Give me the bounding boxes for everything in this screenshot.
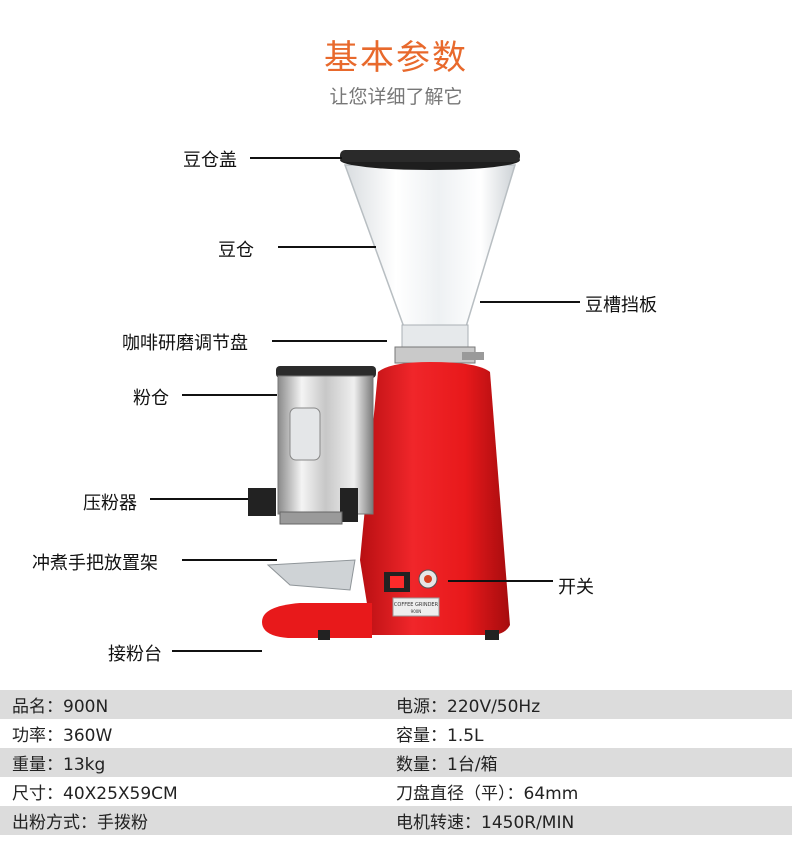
coffee-grinder-illustration: COFFEE GRINDER 900N bbox=[248, 150, 520, 640]
spec-right: 数量：1台/箱 bbox=[396, 755, 498, 775]
leader-line-tamper bbox=[150, 498, 248, 500]
spec-left: 出粉方式：手拨粉 bbox=[12, 813, 148, 833]
spec-row: 尺寸：40X25X59CM 刀盘直径（平）：64mm bbox=[0, 777, 792, 806]
label-adjust-dial: 咖啡研磨调节盘 bbox=[122, 333, 248, 354]
leader-line-switch bbox=[448, 580, 553, 582]
spec-row: 重量：13kg 数量：1台/箱 bbox=[0, 748, 792, 777]
badge-line1: COFFEE GRINDER bbox=[394, 602, 439, 608]
spec-left: 重量：13kg bbox=[12, 755, 106, 775]
leader-line-tray bbox=[172, 650, 262, 652]
spec-right: 电机转速：1450R/MIN bbox=[396, 813, 575, 833]
spec-right: 电源：220V/50Hz bbox=[396, 697, 541, 717]
label-baffle: 豆槽挡板 bbox=[585, 295, 657, 316]
spec-left: 品名：900N bbox=[12, 697, 109, 717]
spec-left: 尺寸：40X25X59CM bbox=[12, 784, 178, 804]
spec-row: 品名：900N 电源：220V/50Hz bbox=[0, 690, 792, 719]
label-powder-bin: 粉仓 bbox=[133, 388, 169, 409]
spec-left: 功率：360W bbox=[12, 726, 113, 746]
spec-right: 容量：1.5L bbox=[396, 726, 484, 746]
page-subtitle: 让您详细了解它 bbox=[329, 86, 463, 108]
page-title: 基本参数 bbox=[324, 38, 468, 78]
spec-row: 出粉方式：手拨粉 电机转速：1450R/MIN bbox=[0, 806, 792, 835]
leader-line-adjust-dial bbox=[272, 340, 387, 342]
label-tamper: 压粉器 bbox=[83, 493, 137, 514]
spec-right: 刀盘直径（平）：64mm bbox=[396, 784, 579, 804]
spec-row: 功率：360W 容量：1.5L bbox=[0, 719, 792, 748]
badge-line2: 900N bbox=[411, 609, 422, 614]
label-tray: 接粉台 bbox=[108, 644, 162, 665]
label-switch: 开关 bbox=[558, 577, 594, 598]
leader-line-lid bbox=[250, 157, 342, 159]
label-hopper: 豆仓 bbox=[218, 240, 254, 261]
leader-line-hopper bbox=[278, 246, 376, 248]
leader-line-powder-bin bbox=[182, 394, 277, 396]
label-holder-rest: 冲煮手把放置架 bbox=[32, 553, 158, 574]
leader-line-holder-rest bbox=[182, 559, 277, 561]
leader-line-baffle bbox=[480, 301, 580, 303]
label-lid: 豆仓盖 bbox=[183, 150, 237, 171]
specs-table: 品名：900N 电源：220V/50Hz 功率：360W 容量：1.5L 重量：… bbox=[0, 690, 792, 835]
